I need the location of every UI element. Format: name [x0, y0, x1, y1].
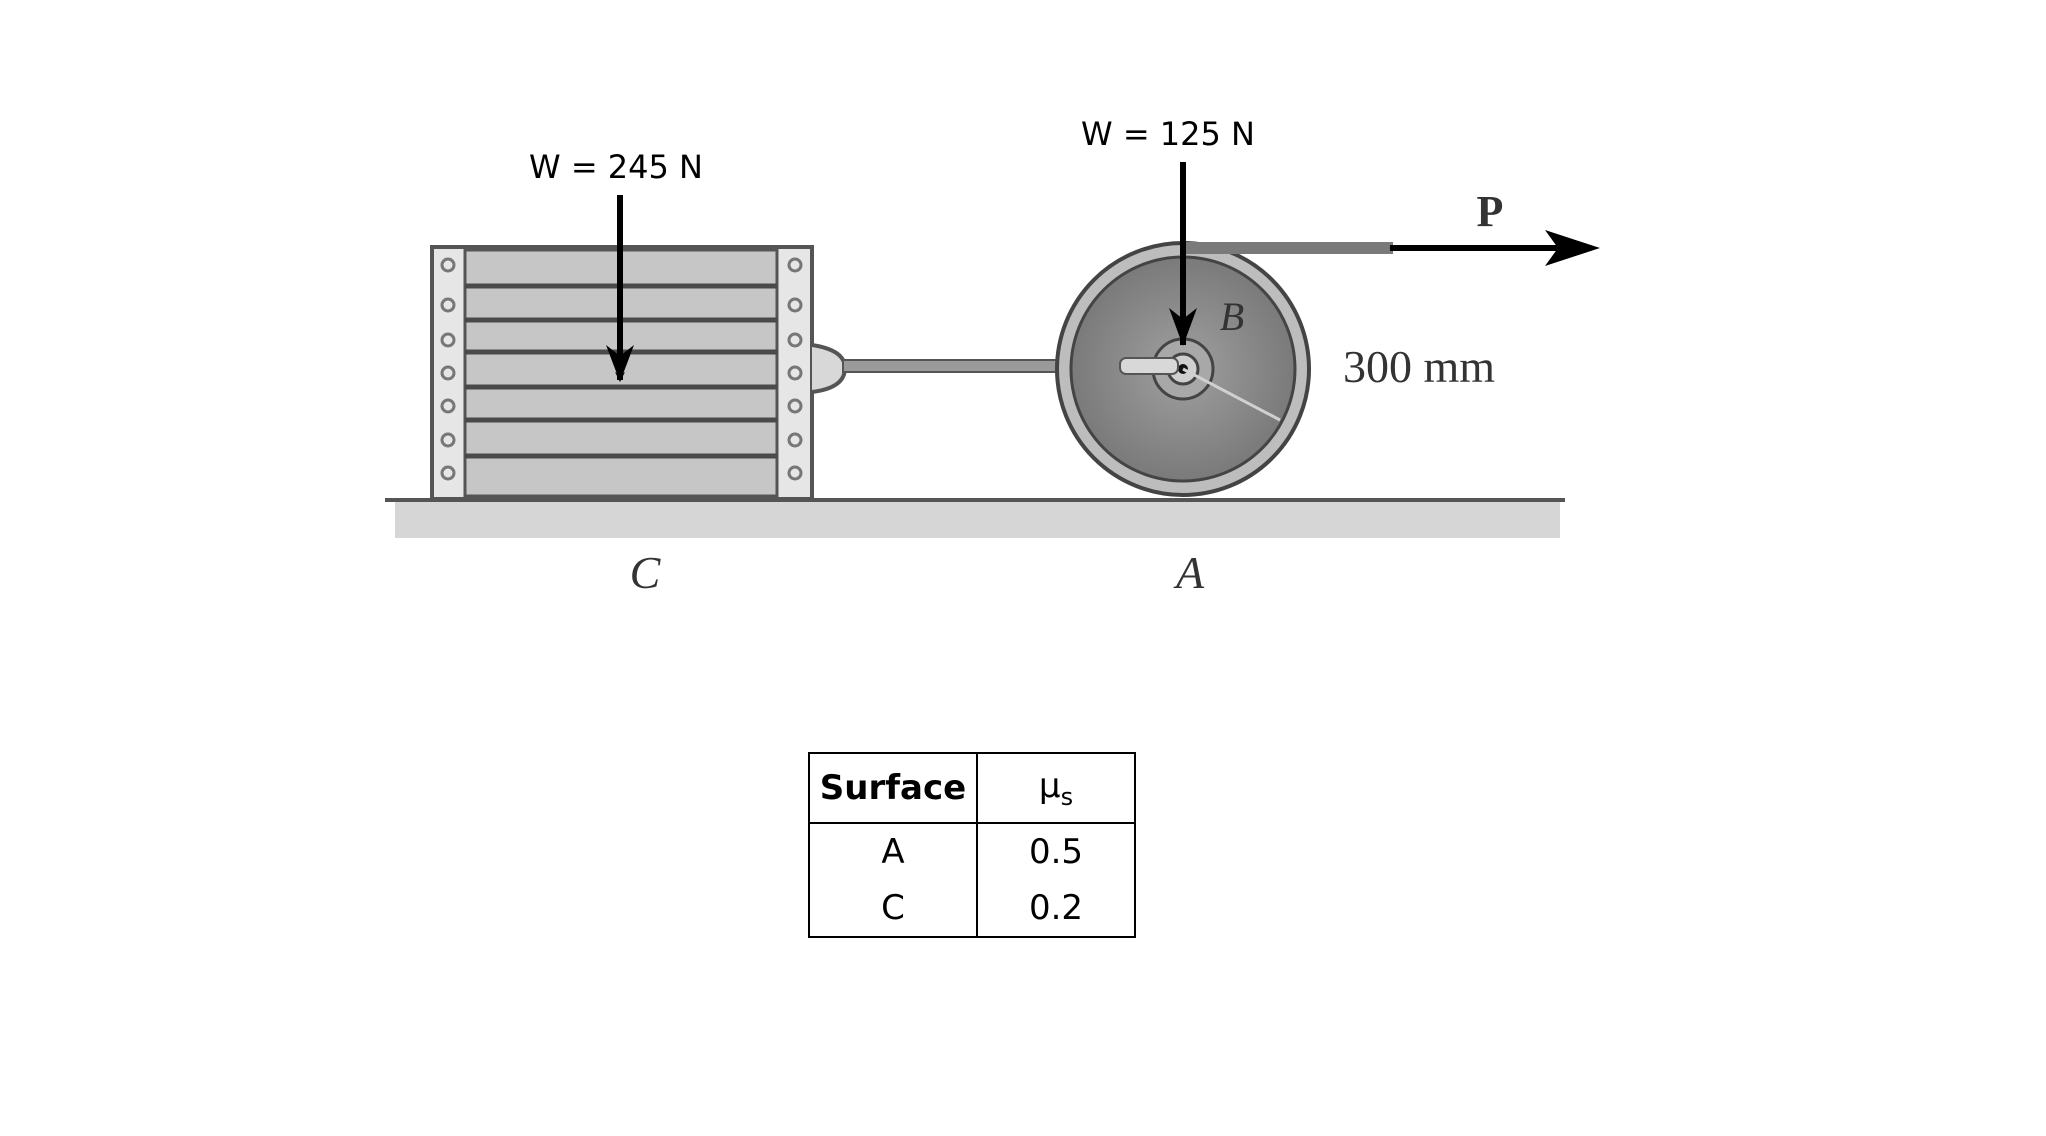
ground-shadow [395, 502, 1560, 538]
radius-label: 300 mm [1343, 341, 1495, 392]
surface-cell: C [808, 880, 978, 938]
table-row: C 0.2 [808, 880, 1136, 938]
crate-weight-label: W = 245 N [529, 148, 703, 186]
header-mu-s: μs [976, 752, 1136, 824]
rope [1183, 242, 1393, 254]
mu-subscript: s [1060, 782, 1074, 811]
mu-value-cell: 0.5 [976, 822, 1136, 880]
wheel-weight-label: W = 125 N [1081, 115, 1255, 153]
radius-line [1182, 367, 1281, 422]
pull-force-arrowhead [1545, 230, 1600, 266]
surface-cell: A [808, 822, 978, 880]
point-a-label: A [1173, 547, 1205, 598]
wheel [1055, 241, 1311, 497]
crate [430, 245, 848, 501]
header-surface: Surface [808, 752, 978, 824]
table-row: A 0.5 [808, 822, 1136, 880]
crate-hitch [811, 343, 848, 394]
crate-weight-arrowhead [606, 345, 634, 382]
mu-symbol: μ [1038, 765, 1061, 806]
mu-value-cell: 0.2 [976, 880, 1136, 938]
point-b-label: B [1220, 294, 1244, 339]
wheel-weight-arrowhead [1169, 308, 1197, 346]
pull-force-label: P [1477, 187, 1504, 236]
friction-coefficient-table: Surface μs A 0.5 C 0.2 [808, 752, 1136, 938]
table-header-row: Surface μs [808, 752, 1136, 824]
crate-rivets [440, 257, 803, 481]
point-c-label: C [630, 547, 662, 598]
